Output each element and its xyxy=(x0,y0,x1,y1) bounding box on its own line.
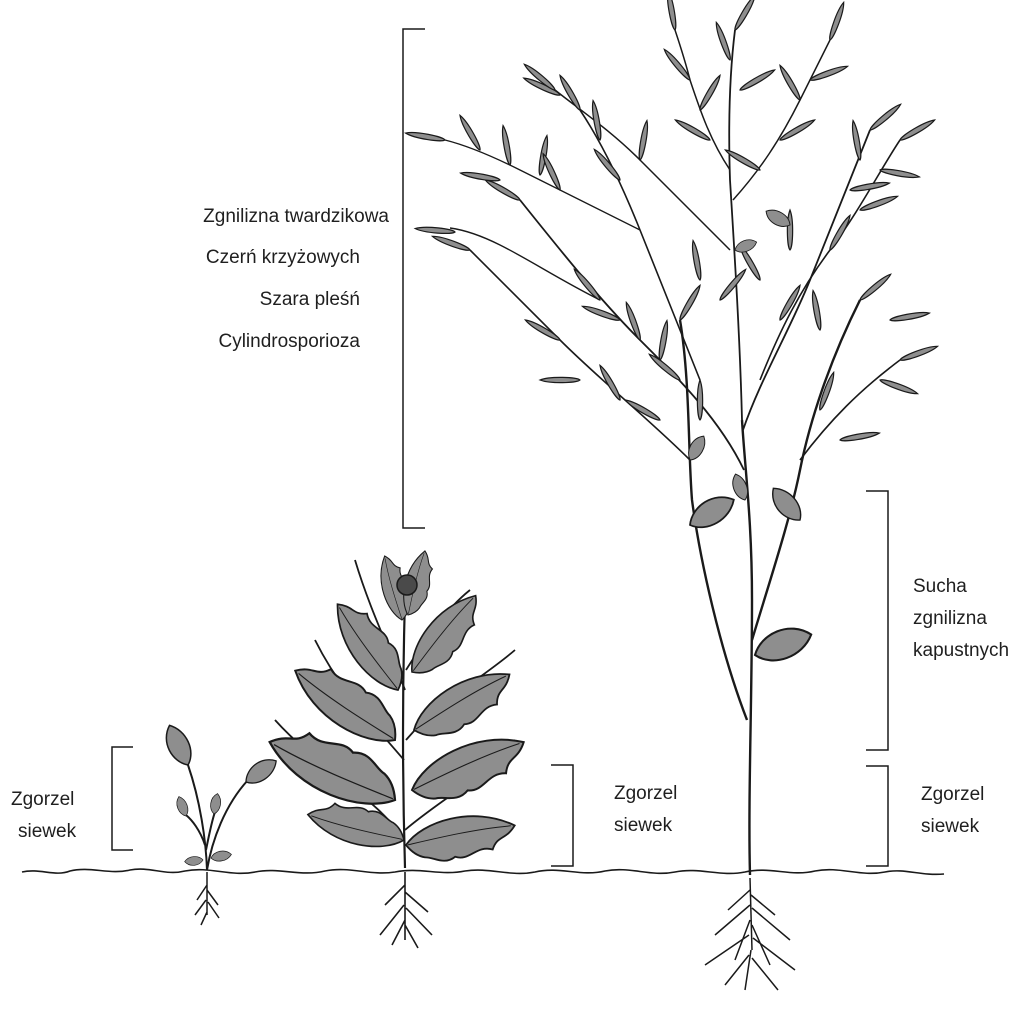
small-seedling xyxy=(160,721,281,925)
label-line: zgnilizna xyxy=(913,603,1009,635)
bracket-upper-plant xyxy=(403,29,425,528)
disease-label-cylindrosporium: Cylindrosporioza xyxy=(218,332,360,351)
label-line: siewek xyxy=(11,816,76,848)
label-line: Zgorzel xyxy=(11,784,76,816)
bracket-seedling-small xyxy=(112,747,133,850)
soil-line xyxy=(22,869,944,874)
label-line: siewek xyxy=(614,810,677,842)
label-line: siewek xyxy=(921,811,984,843)
bracket-seedling-tall xyxy=(866,766,888,866)
disease-label-sclerotinia: Zgnilizna twardzikowa xyxy=(203,207,389,226)
seedling-label-small: Zgorzel siewek xyxy=(11,784,76,848)
bracket-stem-base xyxy=(866,491,888,750)
seedling-label-tall: Zgorzel siewek xyxy=(921,779,984,843)
medium-plant xyxy=(261,548,533,948)
disease-label-phoma: Sucha zgnilizna kapustnych xyxy=(913,571,1009,667)
bracket-seedling-medium xyxy=(551,765,573,866)
seed-pods xyxy=(405,0,938,443)
label-line: kapustnych xyxy=(913,635,1009,667)
disease-label-botrytis: Szara pleśń xyxy=(260,290,360,309)
label-line: Zgorzel xyxy=(614,778,677,810)
label-line: Sucha xyxy=(913,571,1009,603)
disease-label-alternaria: Czerń krzyżowych xyxy=(206,248,360,267)
label-line: Zgorzel xyxy=(921,779,984,811)
seedling-label-medium: Zgorzel siewek xyxy=(614,778,677,842)
